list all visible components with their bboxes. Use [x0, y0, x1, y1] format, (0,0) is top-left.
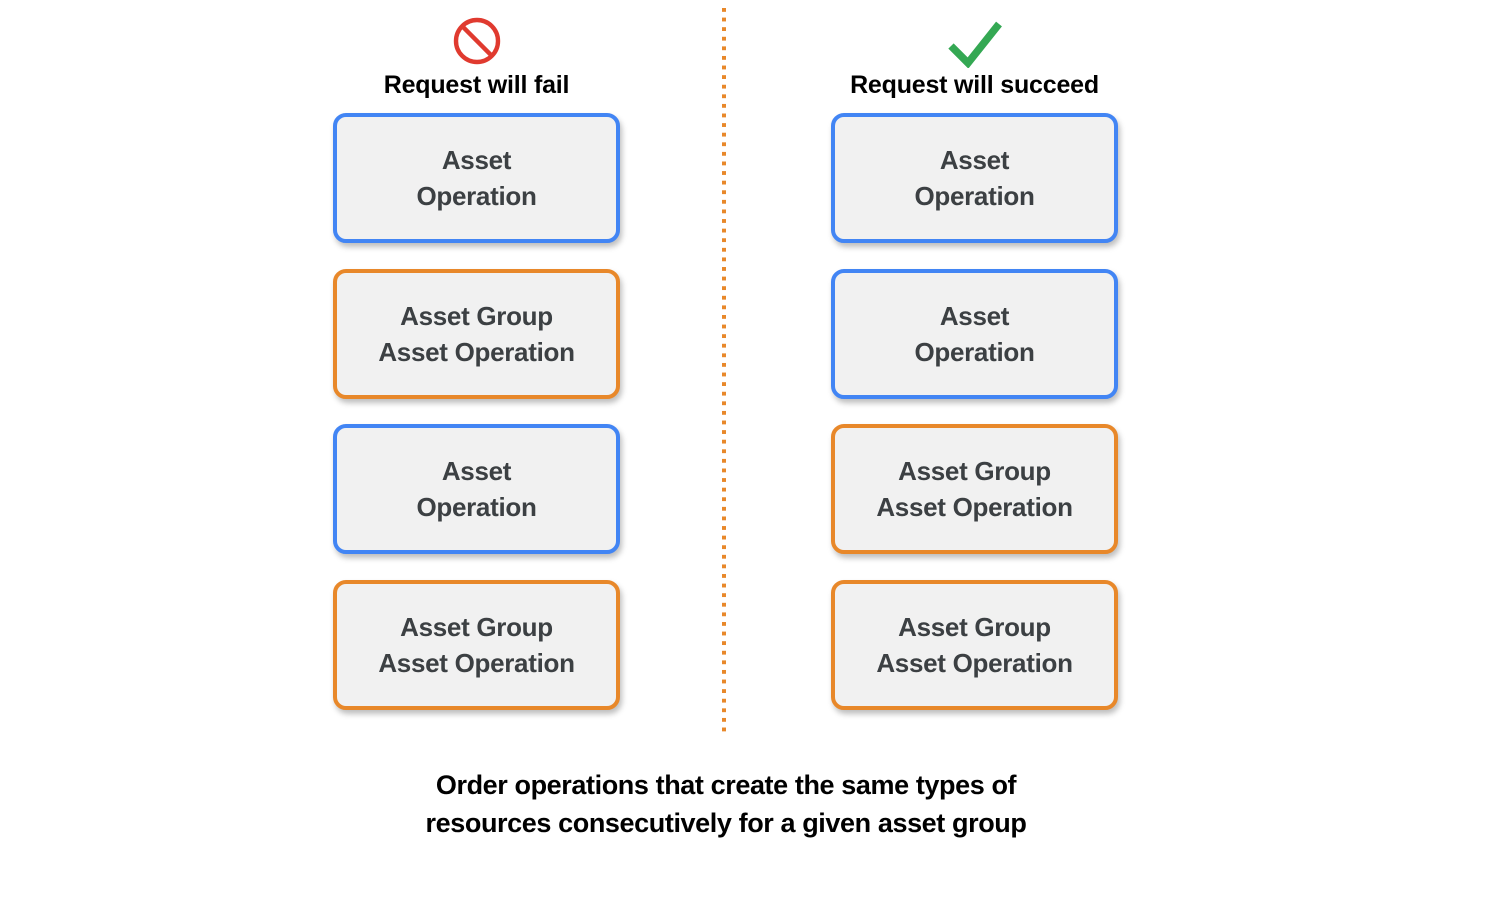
column-header-fail: Request will fail	[293, 14, 660, 100]
prohibition-icon	[293, 14, 660, 68]
checkmark-icon	[791, 14, 1158, 68]
operation-box-label: Asset Group Asset Operation	[378, 301, 575, 367]
operation-box-label: Asset Group Asset Operation	[876, 612, 1073, 678]
column-label-fail: Request will fail	[383, 71, 570, 99]
column-label-succeed: Request will succeed	[850, 71, 1099, 99]
operation-box-label: Asset Operation	[416, 145, 537, 211]
operation-box-label: Asset Operation	[914, 145, 1035, 211]
operation-box[interactable]: Asset Group Asset Operation	[333, 580, 620, 710]
diagram-caption: Order operations that create the same ty…	[425, 770, 1027, 838]
operation-box-label: Asset Group Asset Operation	[378, 612, 575, 678]
operation-box-label: Asset Group Asset Operation	[876, 456, 1073, 522]
operation-box[interactable]: Asset Operation	[333, 424, 620, 554]
operation-box-label: Asset Operation	[416, 456, 537, 522]
operation-box-label: Asset Operation	[914, 301, 1035, 367]
column-header-succeed: Request will succeed	[791, 14, 1158, 100]
operation-box[interactable]: Asset Operation	[831, 269, 1118, 399]
operation-box[interactable]: Asset Group Asset Operation	[333, 269, 620, 399]
operation-box[interactable]: Asset Operation	[333, 113, 620, 243]
operation-box[interactable]: Asset Operation	[831, 113, 1118, 243]
operation-box[interactable]: Asset Group Asset Operation	[831, 424, 1118, 554]
operation-box[interactable]: Asset Group Asset Operation	[831, 580, 1118, 710]
column-divider	[722, 8, 726, 736]
